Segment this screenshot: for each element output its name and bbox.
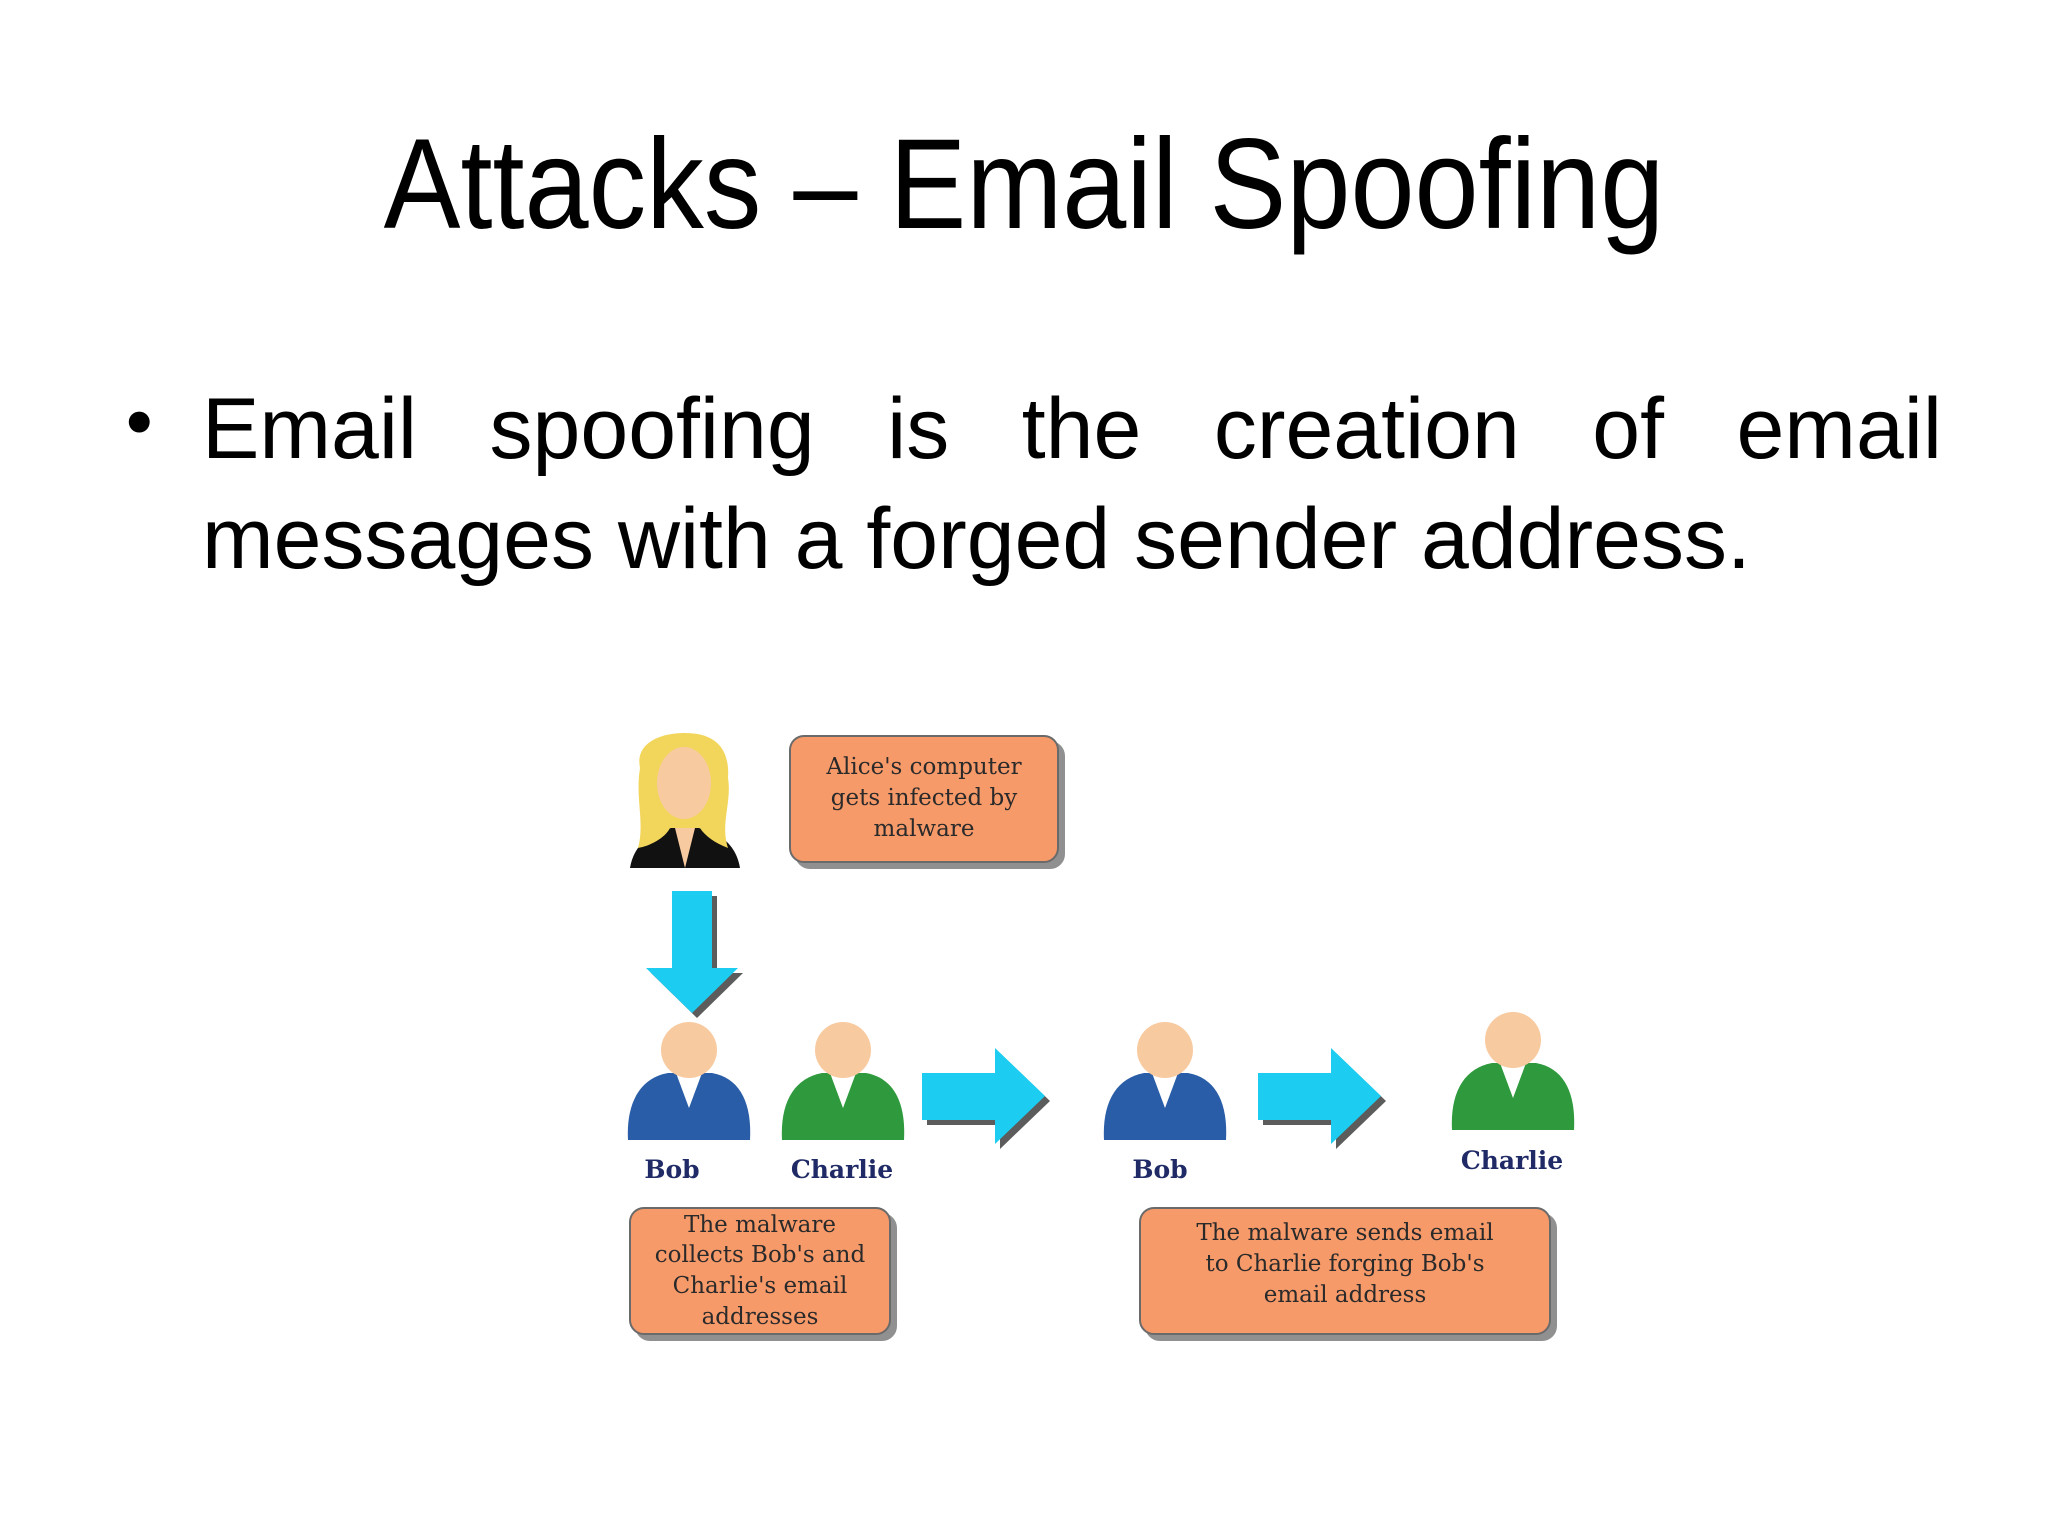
collect-note-line-4: addresses: [702, 1304, 819, 1330]
bob-label-right: Bob: [1132, 1155, 1187, 1184]
bob-avatar-right: [1103, 1022, 1227, 1140]
slide-title: Attacks – Email Spoofing: [383, 113, 1665, 256]
bob-label-left: Bob: [644, 1155, 699, 1184]
bob-avatar-left: [627, 1022, 751, 1140]
collect-note-line-3: Charlie's email: [673, 1273, 848, 1299]
bullet-text: Email spoofing is the creation of email …: [202, 381, 1942, 587]
bullet-marker: •: [118, 382, 161, 466]
send-note-line-2: to Charlie forging Bob's: [1205, 1251, 1484, 1277]
right-arrow-icon: [922, 1048, 1050, 1149]
collect-note-line-1: The malware: [684, 1212, 836, 1238]
alice-note-line-2: gets infected by: [831, 785, 1017, 811]
email-spoofing-diagram: Alice's computer gets infected by malwar…: [627, 733, 1575, 1335]
charlie-avatar-right: [1451, 1012, 1575, 1130]
charlie-avatar-left: [781, 1022, 905, 1140]
right-arrow-icon: [1258, 1048, 1386, 1149]
send-note-line-3: email address: [1264, 1282, 1427, 1308]
alice-avatar: [630, 733, 740, 868]
charlie-label-right: Charlie: [1461, 1146, 1563, 1175]
send-note-line-1: The malware sends email: [1196, 1220, 1493, 1246]
alice-note-line-3: malware: [874, 816, 975, 842]
alice-infected-note: Alice's computer gets infected by malwar…: [789, 735, 1059, 863]
alice-note-line-1: Alice's computer: [825, 754, 1021, 780]
collect-note-line-2: collects Bob's and: [655, 1242, 866, 1268]
malware-sends-note: The malware sends email to Charlie forgi…: [1139, 1207, 1551, 1335]
charlie-label-left: Charlie: [791, 1155, 893, 1184]
malware-collects-note: The malware collects Bob's and Charlie's…: [629, 1207, 891, 1335]
down-arrow-icon: [646, 891, 743, 1018]
